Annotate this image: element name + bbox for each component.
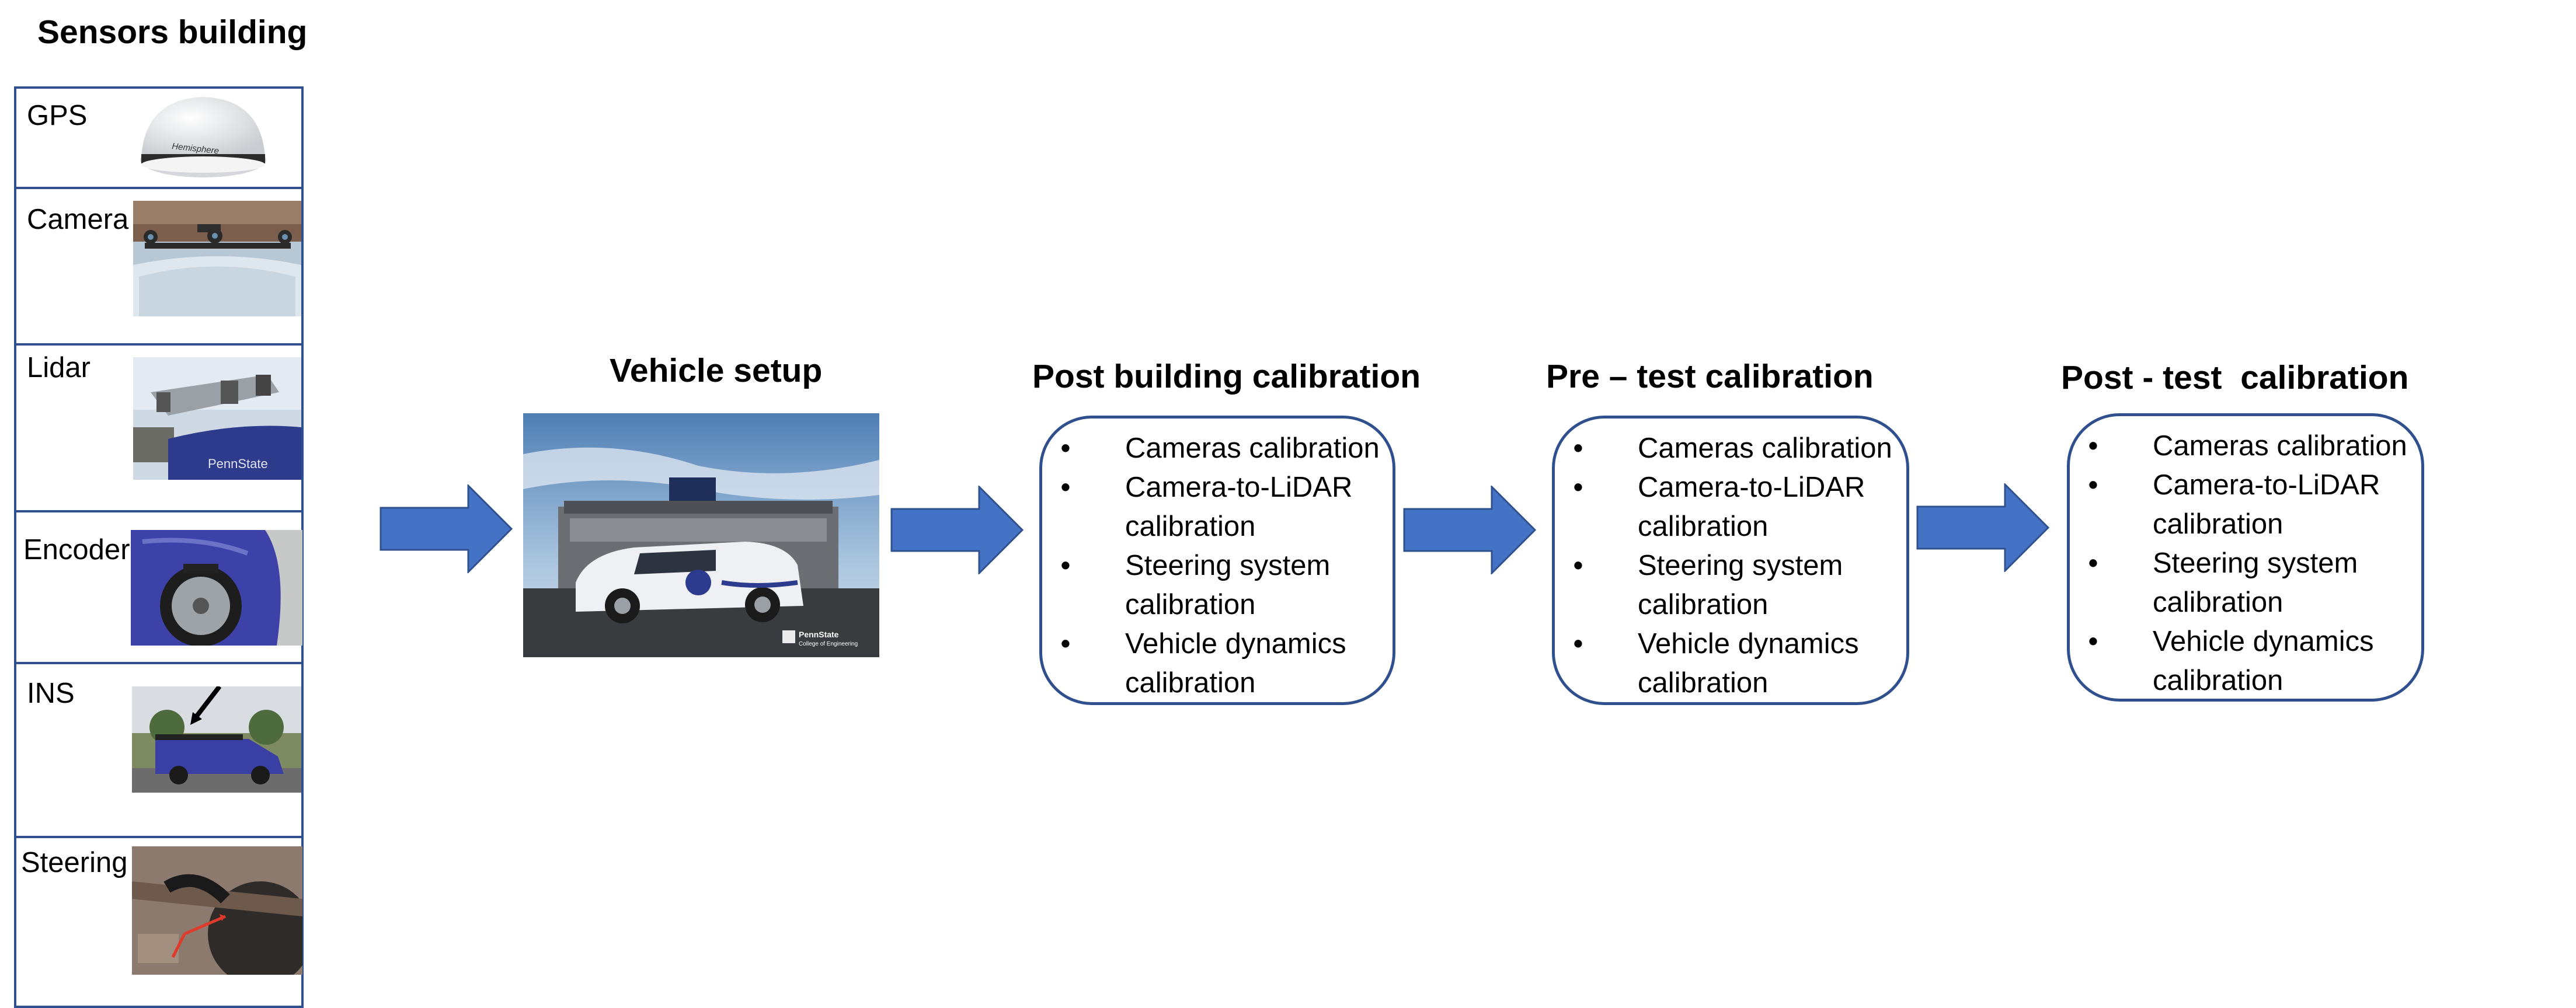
sensor-panel-steering: Steering bbox=[14, 836, 304, 1008]
vehicle-setup-title: Vehicle setup bbox=[610, 352, 823, 389]
test-van-stadium-photo: PennState College of Engineering bbox=[523, 413, 879, 657]
sensor-panel-ins: INS bbox=[14, 662, 304, 838]
list-item: • Vehicle dynamics calibration bbox=[1567, 625, 1906, 703]
sensor-label: Encoder bbox=[23, 534, 130, 566]
list-item-text: Cameras calibration bbox=[1125, 433, 1380, 464]
sensor-label: Lidar bbox=[27, 352, 90, 383]
list-item-text: Cameras calibration bbox=[2153, 430, 2407, 462]
list-item-text: Camera-to-LiDAR calibration bbox=[1125, 472, 1353, 542]
bullet-icon: • bbox=[1573, 628, 1583, 660]
list-item: • Cameras calibration bbox=[1567, 429, 1906, 468]
post-building-calibration-box: • Cameras calibration • Camera-to-LiDAR ca… bbox=[1039, 416, 1395, 705]
lidar-mount-photo: PennState bbox=[133, 357, 301, 480]
bullet-icon: • bbox=[2088, 469, 2098, 501]
list-item: • Steering system calibration bbox=[1054, 546, 1393, 625]
bullet-icon: • bbox=[1573, 433, 1583, 464]
bullet-icon: • bbox=[1060, 550, 1071, 581]
sensor-label: Steering bbox=[21, 847, 128, 878]
bullet-icon: • bbox=[1573, 550, 1583, 581]
list-item-text: Vehicle dynamics calibration bbox=[1125, 628, 1346, 699]
bullet-icon: • bbox=[1060, 628, 1071, 660]
pre-test-calibration-title: Pre – test calibration bbox=[1546, 358, 1874, 395]
post-test-calibration-box: • Cameras calibration • Camera-to-LiDAR ca… bbox=[2067, 413, 2424, 702]
list-item-text: Steering system calibration bbox=[1125, 550, 1331, 620]
arrow-right-icon bbox=[1403, 486, 1537, 574]
sensor-panel-camera: Camera bbox=[14, 187, 304, 346]
steering-linkage-photo bbox=[132, 846, 302, 975]
list-item: • Cameras calibration bbox=[1054, 429, 1393, 468]
calibration-list: • Cameras calibration • Camera-to-LiDAR ca… bbox=[2081, 427, 2421, 700]
calibration-list: • Cameras calibration • Camera-to-LiDAR ca… bbox=[1054, 429, 1393, 703]
list-item-text: Steering system calibration bbox=[1638, 550, 1843, 620]
list-item-text: Camera-to-LiDAR calibration bbox=[2153, 469, 2380, 540]
bullet-icon: • bbox=[2088, 547, 2098, 579]
list-item: • Vehicle dynamics calibration bbox=[2081, 622, 2421, 700]
bullet-icon: • bbox=[2088, 430, 2098, 462]
list-item-text: Vehicle dynamics calibration bbox=[1638, 628, 1859, 699]
post-building-calibration-title: Post building calibration bbox=[1032, 358, 1421, 395]
arrow-right-icon bbox=[380, 484, 513, 573]
sensor-panel-encoder: Encoder bbox=[14, 510, 304, 664]
list-item-text: Vehicle dynamics calibration bbox=[2153, 626, 2374, 696]
sensor-panel-lidar: Lidar PennState bbox=[14, 343, 304, 512]
pre-test-calibration-box: • Cameras calibration • Camera-to-LiDAR ca… bbox=[1552, 416, 1909, 705]
sensor-label: GPS bbox=[27, 100, 88, 131]
list-item-text: Cameras calibration bbox=[1638, 433, 1892, 464]
list-item: • Cameras calibration bbox=[2081, 427, 2421, 466]
bullet-icon: • bbox=[1060, 433, 1071, 464]
arrow-right-icon bbox=[890, 486, 1024, 574]
list-item-text: Camera-to-LiDAR calibration bbox=[1638, 472, 1865, 542]
sensor-label: Camera bbox=[27, 204, 129, 235]
sensor-panel-gps: GPS Hemisphere bbox=[14, 86, 304, 189]
van-ins-photo bbox=[132, 686, 301, 793]
bullet-icon: • bbox=[2088, 626, 2098, 657]
list-item: • Camera-to-LiDAR calibration bbox=[1567, 468, 1906, 546]
post-test-calibration-title: Post - test calibration bbox=[2061, 359, 2409, 396]
penn-state-logo-text: PennState bbox=[799, 630, 839, 639]
sensors-building-title: Sensors building bbox=[37, 13, 308, 51]
bullet-icon: • bbox=[1060, 472, 1071, 503]
arrow-right-icon bbox=[1916, 483, 2050, 572]
wheel-encoder-photo bbox=[131, 530, 302, 646]
list-item: • Camera-to-LiDAR calibration bbox=[1054, 468, 1393, 546]
list-item: • Vehicle dynamics calibration bbox=[1054, 625, 1393, 703]
list-item: • Steering system calibration bbox=[1567, 546, 1906, 625]
sensor-label: INS bbox=[27, 678, 75, 709]
bullet-icon: • bbox=[1573, 472, 1583, 503]
list-item: • Camera-to-LiDAR calibration bbox=[2081, 466, 2421, 544]
roof-cameras-photo bbox=[133, 201, 301, 316]
college-of-engineering-text: College of Engineering bbox=[799, 641, 858, 647]
penn-state-logo-icon bbox=[782, 630, 795, 643]
list-item-text: Steering system calibration bbox=[2153, 547, 2358, 618]
calibration-list: • Cameras calibration • Camera-to-LiDAR ca… bbox=[1567, 429, 1906, 703]
gps-antenna-photo: Hemisphere bbox=[140, 97, 266, 177]
lidar-brand-text: PennState bbox=[208, 456, 268, 471]
list-item: • Steering system calibration bbox=[2081, 544, 2421, 622]
